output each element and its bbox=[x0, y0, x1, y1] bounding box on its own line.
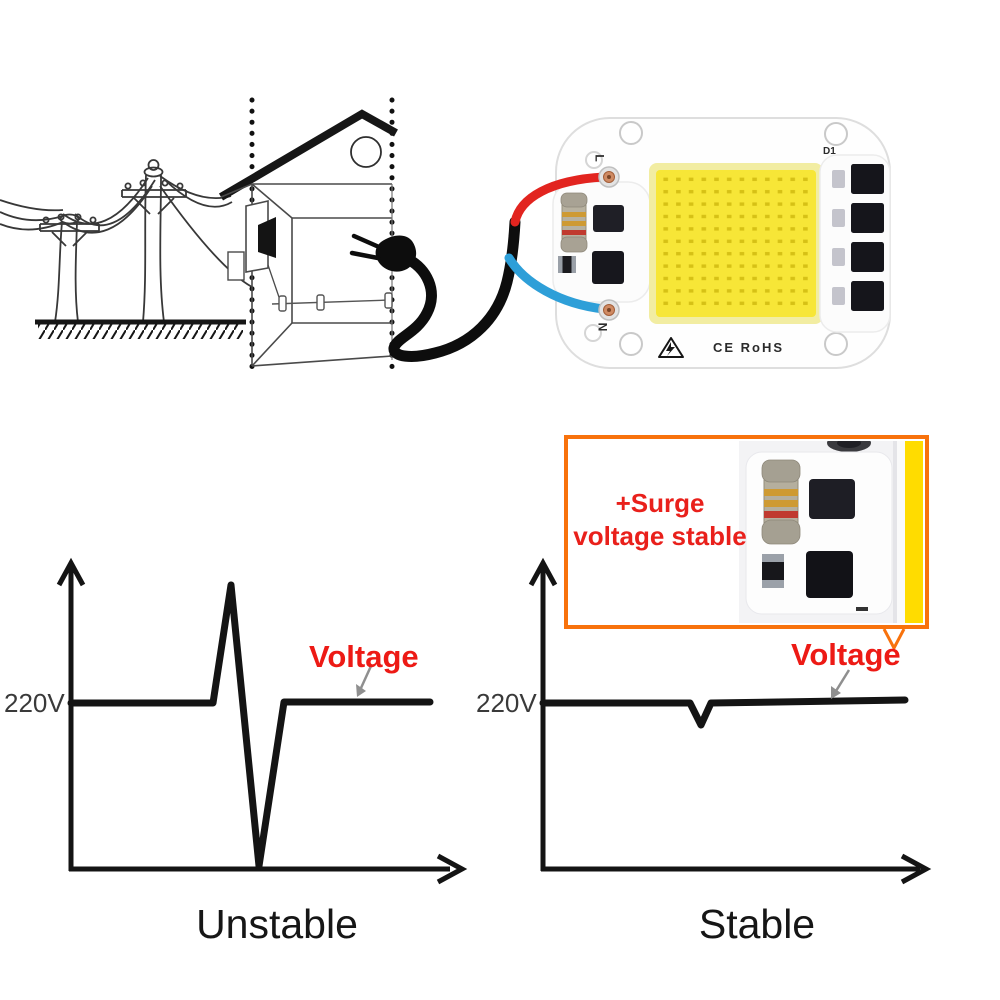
wall-outlets bbox=[271, 292, 393, 312]
edge-notch bbox=[585, 151, 603, 169]
inset-photo bbox=[739, 441, 923, 623]
terminal-n-label: N bbox=[595, 322, 610, 332]
live-wire-red bbox=[510, 172, 609, 227]
surge-caption: +Surge voltage stable bbox=[572, 487, 748, 553]
power-lines-illustration bbox=[0, 159, 253, 339]
smd-capacitor-closeup bbox=[762, 554, 784, 588]
y-axis-arrow bbox=[56, 557, 86, 587]
callout-tail bbox=[882, 628, 906, 650]
utility-pole bbox=[39, 213, 100, 323]
terminal-screw-l bbox=[598, 166, 620, 188]
rectifier-diode-strip bbox=[819, 154, 891, 333]
unstable-voltage-line bbox=[67, 581, 434, 870]
utility-pole bbox=[121, 159, 187, 323]
led-emitting-area bbox=[649, 163, 823, 324]
ground-line bbox=[35, 319, 246, 339]
neutral-wire-blue bbox=[504, 253, 609, 314]
axis-label-220v-left: 220V bbox=[4, 688, 65, 718]
terminal-l-label: L bbox=[592, 154, 607, 162]
surge-caption-line1: +Surge bbox=[615, 488, 705, 518]
warning-triangle-icon bbox=[658, 337, 684, 358]
diode bbox=[851, 281, 884, 311]
voltage-annotation-right: Voltage bbox=[791, 637, 901, 672]
diode bbox=[851, 164, 884, 194]
right-graph bbox=[528, 557, 932, 885]
voltage-annotation-left: Voltage bbox=[309, 639, 419, 674]
mounting-hole bbox=[619, 121, 643, 145]
mounting-hole bbox=[824, 332, 848, 356]
led-edge-yellow bbox=[905, 441, 923, 623]
roof bbox=[218, 109, 398, 201]
mounting-hole bbox=[824, 122, 848, 146]
resistor bbox=[560, 192, 588, 253]
gable-window bbox=[350, 136, 382, 168]
left-graph bbox=[56, 557, 468, 885]
surge-inset-box bbox=[564, 435, 929, 650]
annotation-arrow bbox=[356, 665, 373, 697]
electric-meter-panel bbox=[227, 199, 282, 304]
x-axis-arrow bbox=[900, 853, 932, 885]
smd-capacitor bbox=[558, 256, 576, 273]
caption-unstable: Unstable bbox=[196, 901, 358, 947]
caption-stable: Stable bbox=[698, 901, 816, 947]
y-axis-arrow bbox=[528, 557, 558, 587]
led-cob-module bbox=[552, 117, 891, 369]
annotation-arrow bbox=[831, 669, 851, 699]
x-axis-arrow bbox=[436, 853, 468, 885]
terminal-screw-n bbox=[598, 299, 620, 321]
stable-voltage-line bbox=[539, 696, 909, 729]
ic-chip bbox=[593, 205, 624, 232]
axis-label-220v-right: 220V bbox=[476, 688, 537, 718]
resistor-closeup bbox=[761, 459, 801, 545]
cert-label: CE RoHS bbox=[713, 340, 785, 355]
ic-chip-closeup bbox=[806, 551, 853, 598]
power-plug-icon bbox=[349, 233, 417, 272]
ic-chip bbox=[592, 251, 624, 284]
driver-circuit-area bbox=[552, 181, 651, 303]
diode-label: D1 bbox=[823, 146, 836, 157]
edge-notch bbox=[584, 324, 602, 342]
mounting-hole bbox=[619, 332, 643, 356]
house-illustration bbox=[218, 97, 398, 371]
surge-caption-line2: voltage stable bbox=[573, 521, 747, 551]
power-cord bbox=[349, 166, 620, 362]
diode bbox=[851, 203, 884, 233]
diode bbox=[851, 242, 884, 272]
ic-chip-closeup bbox=[809, 479, 855, 519]
